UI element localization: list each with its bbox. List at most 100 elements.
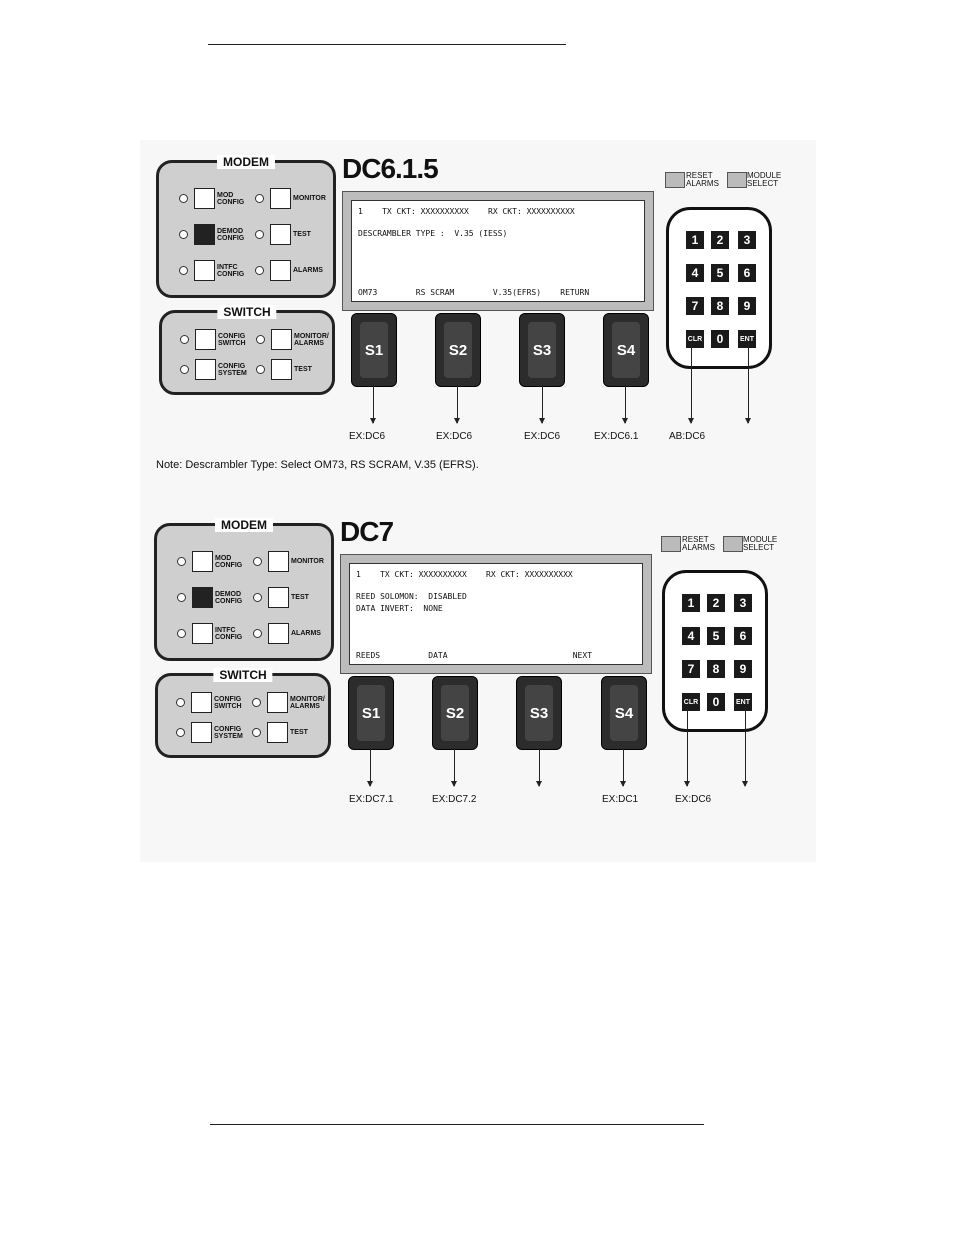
led-indicator bbox=[177, 593, 186, 602]
key-button[interactable] bbox=[268, 551, 289, 572]
reset-alarms-button[interactable] bbox=[665, 172, 685, 188]
softkey-s4[interactable]: S4 bbox=[603, 313, 649, 387]
keypad-key-1[interactable]: 1 bbox=[686, 231, 704, 249]
modem-key-monitor[interactable]: MONITOR bbox=[253, 551, 327, 572]
key-button[interactable] bbox=[192, 623, 213, 644]
switch-key-config-system[interactable]: CONFIG SYSTEM bbox=[176, 722, 250, 743]
keypad-key-2[interactable]: 2 bbox=[711, 231, 729, 249]
keypad-key-5[interactable]: 5 bbox=[707, 627, 725, 645]
modem-title: MODEM bbox=[217, 155, 275, 169]
screen-title: DC6.1.5 bbox=[342, 153, 439, 184]
keypad-key-6[interactable]: 6 bbox=[734, 627, 752, 645]
module-select-button[interactable] bbox=[727, 172, 747, 188]
numeric-keypad: 1 2 3 4 5 6 7 8 9 CLR 0 ENT bbox=[662, 570, 768, 732]
softkey-s1-label: S1 bbox=[360, 322, 388, 378]
modem-key-test[interactable]: TEST bbox=[253, 587, 327, 608]
key-button[interactable] bbox=[191, 692, 212, 713]
softkey-s1[interactable]: S1 bbox=[351, 313, 397, 387]
keypad-key-8[interactable]: 8 bbox=[711, 297, 729, 315]
switch-key-monitor-alarms[interactable]: MONITOR/ ALARMS bbox=[252, 692, 326, 713]
softkey-s1[interactable]: S1 bbox=[348, 676, 394, 750]
softkey-s2[interactable]: S2 bbox=[432, 676, 478, 750]
softkey-s3[interactable]: S3 bbox=[516, 676, 562, 750]
led-indicator bbox=[177, 629, 186, 638]
key-button[interactable] bbox=[270, 260, 291, 281]
keypad-key-4[interactable]: 4 bbox=[686, 264, 704, 282]
switch-key-test[interactable]: TEST bbox=[256, 359, 330, 380]
destination-s2: EX:DC7.2 bbox=[432, 794, 477, 805]
keypad-key-3[interactable]: 3 bbox=[734, 594, 752, 612]
key-button[interactable] bbox=[194, 260, 215, 281]
led-indicator bbox=[179, 230, 188, 239]
keypad-key-7[interactable]: 7 bbox=[682, 660, 700, 678]
modem-key-mod-config[interactable]: MOD CONFIG bbox=[179, 188, 253, 209]
modem-key-intfc-config[interactable]: INTFC CONFIG bbox=[179, 260, 253, 281]
key-button[interactable] bbox=[192, 551, 213, 572]
modem-key-monitor[interactable]: MONITOR bbox=[255, 188, 329, 209]
key-button[interactable] bbox=[270, 188, 291, 209]
switch-key-config-switch[interactable]: CONFIG SWITCH bbox=[180, 329, 254, 350]
key-button[interactable] bbox=[195, 359, 216, 380]
keypad-key-8[interactable]: 8 bbox=[707, 660, 725, 678]
keypad-key-3[interactable]: 3 bbox=[738, 231, 756, 249]
key-button[interactable] bbox=[268, 587, 289, 608]
key-button[interactable] bbox=[191, 722, 212, 743]
led-indicator bbox=[177, 557, 186, 566]
key-label: TEST bbox=[291, 594, 309, 601]
keypad-key-clr[interactable]: CLR bbox=[682, 693, 700, 711]
softkey-s4-label: S4 bbox=[612, 322, 640, 378]
keypad-key-0[interactable]: 0 bbox=[711, 330, 729, 348]
switch-key-config-switch[interactable]: CONFIG SWITCH bbox=[176, 692, 250, 713]
keypad-key-0[interactable]: 0 bbox=[707, 693, 725, 711]
keypad-key-9[interactable]: 9 bbox=[738, 297, 756, 315]
reset-alarms-button[interactable] bbox=[661, 536, 681, 552]
softkey-s2[interactable]: S2 bbox=[435, 313, 481, 387]
key-button[interactable] bbox=[194, 224, 215, 245]
modem-key-demod-config[interactable]: DEMOD CONFIG bbox=[179, 224, 253, 245]
lcd-screen: 1 TX CKT: XXXXXXXXXX RX CKT: XXXXXXXXXX … bbox=[351, 200, 645, 302]
switch-key-monitor-alarms[interactable]: MONITOR/ ALARMS bbox=[256, 329, 330, 350]
keypad-key-9[interactable]: 9 bbox=[734, 660, 752, 678]
switch-panel: SWITCH CONFIG SWITCH MONITOR/ ALARMS CON… bbox=[159, 305, 335, 395]
screen-softkey-labels: OM73 RS SCRAM V.35(EFRS) RETURN bbox=[358, 288, 590, 297]
modem-key-alarms[interactable]: ALARMS bbox=[255, 260, 329, 281]
switch-key-config-system[interactable]: CONFIG SYSTEM bbox=[180, 359, 254, 380]
modem-key-mod-config[interactable]: MOD CONFIG bbox=[177, 551, 251, 572]
module-select-button[interactable] bbox=[723, 536, 743, 552]
screen-line-3: DATA INVERT: NONE bbox=[356, 604, 443, 613]
key-button[interactable] bbox=[267, 692, 288, 713]
keypad-key-4[interactable]: 4 bbox=[682, 627, 700, 645]
modem-key-alarms[interactable]: ALARMS bbox=[253, 623, 327, 644]
modem-key-test[interactable]: TEST bbox=[255, 224, 329, 245]
destination-s4: EX:DC6.1 bbox=[594, 431, 639, 442]
key-label: ALARMS bbox=[293, 267, 323, 274]
softkey-s4[interactable]: S4 bbox=[601, 676, 647, 750]
key-button[interactable] bbox=[268, 623, 289, 644]
led-indicator bbox=[252, 728, 261, 737]
key-button[interactable] bbox=[195, 329, 216, 350]
key-button[interactable] bbox=[271, 329, 292, 350]
keypad-key-7[interactable]: 7 bbox=[686, 297, 704, 315]
modem-key-intfc-config[interactable]: INTFC CONFIG bbox=[177, 623, 251, 644]
module-select-label: MODULE SELECT bbox=[743, 535, 778, 552]
keypad-key-clr[interactable]: CLR bbox=[686, 330, 704, 348]
keypad-key-ent[interactable]: ENT bbox=[738, 330, 756, 348]
keypad-key-1[interactable]: 1 bbox=[682, 594, 700, 612]
destination-s4: EX:DC1 bbox=[602, 794, 639, 805]
keypad-key-ent[interactable]: ENT bbox=[734, 693, 752, 711]
key-button[interactable] bbox=[271, 359, 292, 380]
keypad-key-6[interactable]: 6 bbox=[738, 264, 756, 282]
key-button[interactable] bbox=[267, 722, 288, 743]
modem-key-demod-config[interactable]: DEMOD CONFIG bbox=[177, 587, 251, 608]
keypad-key-2[interactable]: 2 bbox=[707, 594, 725, 612]
key-label: TEST bbox=[294, 366, 312, 373]
switch-key-test[interactable]: TEST bbox=[252, 722, 326, 743]
keypad-key-5[interactable]: 5 bbox=[711, 264, 729, 282]
key-button[interactable] bbox=[194, 188, 215, 209]
softkey-s3[interactable]: S3 bbox=[519, 313, 565, 387]
arrow-s3 bbox=[536, 748, 542, 787]
key-button[interactable] bbox=[192, 587, 213, 608]
screen-line-2: DESCRAMBLER TYPE : V.35 (IESS) bbox=[358, 229, 508, 238]
key-label: MONITOR/ ALARMS bbox=[294, 332, 329, 347]
key-button[interactable] bbox=[270, 224, 291, 245]
